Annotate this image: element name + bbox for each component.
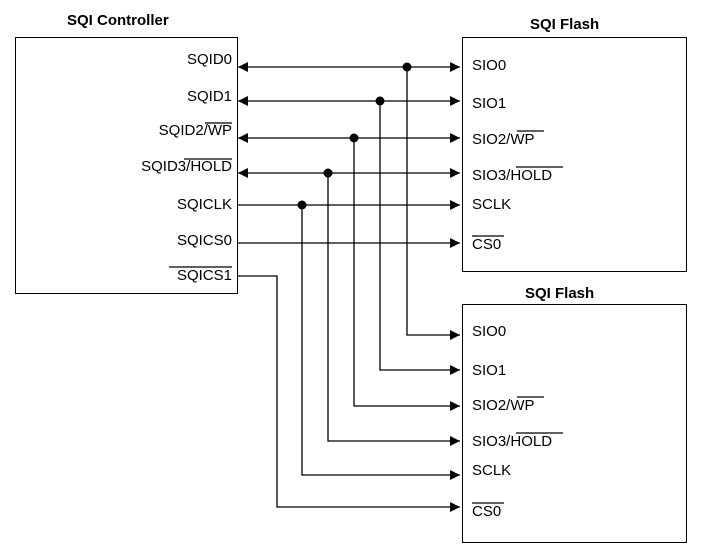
flash1-pin-sio1: SIO1 [472, 95, 506, 112]
pin-sqid2-wp: SQID2/WP [159, 122, 232, 139]
wire-sqics1-cs0 [238, 275, 460, 512]
flash1-pin-sio0: SIO0 [472, 57, 506, 74]
flash2-pin-sio3-hold: SIO3/HOLD [472, 433, 552, 450]
junction-dots [297, 62, 412, 210]
flash1-pin-sio3-hold: SIO3/HOLD [472, 167, 552, 184]
controller-pin-labels: SQID0 SQID1 SQID2/WP SQID3/HOLD SQICLK S… [141, 51, 232, 284]
branch-sio3 [327, 173, 460, 446]
flash2-pin-sio2-wp: SIO2/WP [472, 397, 535, 414]
flash1-box [462, 37, 687, 272]
pin-sqid3-hold: SQID3/HOLD [141, 158, 232, 175]
flash1-pin-labels: SIO0 SIO1 SIO2/WP SIO3/HOLD SCLK CS0 [472, 57, 563, 253]
pin-sqid0: SQID0 [187, 51, 232, 68]
controller-title: SQI Controller [67, 12, 169, 29]
branch-sio2 [353, 138, 460, 411]
branch-sio1 [379, 101, 460, 375]
bus-to-flash2 [238, 67, 460, 512]
bus-to-flash1 [238, 62, 460, 248]
pin-sqiclk: SQICLK [177, 196, 232, 213]
branch-sclk [301, 205, 460, 480]
flash2-title: SQI Flash [525, 285, 594, 302]
pin-sqics0: SQICS0 [177, 232, 232, 249]
flash2-pin-sio0: SIO0 [472, 323, 506, 340]
pin-sqid1: SQID1 [187, 88, 232, 105]
flash2-box [462, 304, 687, 543]
flash1-pin-sio2-wp: SIO2/WP [472, 131, 535, 148]
flash1-pin-sclk: SCLK [472, 196, 511, 213]
flash2-pin-sclk: SCLK [472, 462, 511, 479]
flash2-pin-cs0: CS0 [472, 503, 501, 520]
controller-box [15, 37, 238, 294]
flash1-pin-cs0: CS0 [472, 236, 501, 253]
flash2-pin-labels: SIO0 SIO1 SIO2/WP SIO3/HOLD SCLK CS0 [472, 323, 563, 520]
pin-sqics1: SQICS1 [177, 267, 232, 284]
branch-sio0 [406, 67, 460, 340]
flash2-pin-sio1: SIO1 [472, 362, 506, 379]
flash1-title: SQI Flash [530, 16, 599, 33]
